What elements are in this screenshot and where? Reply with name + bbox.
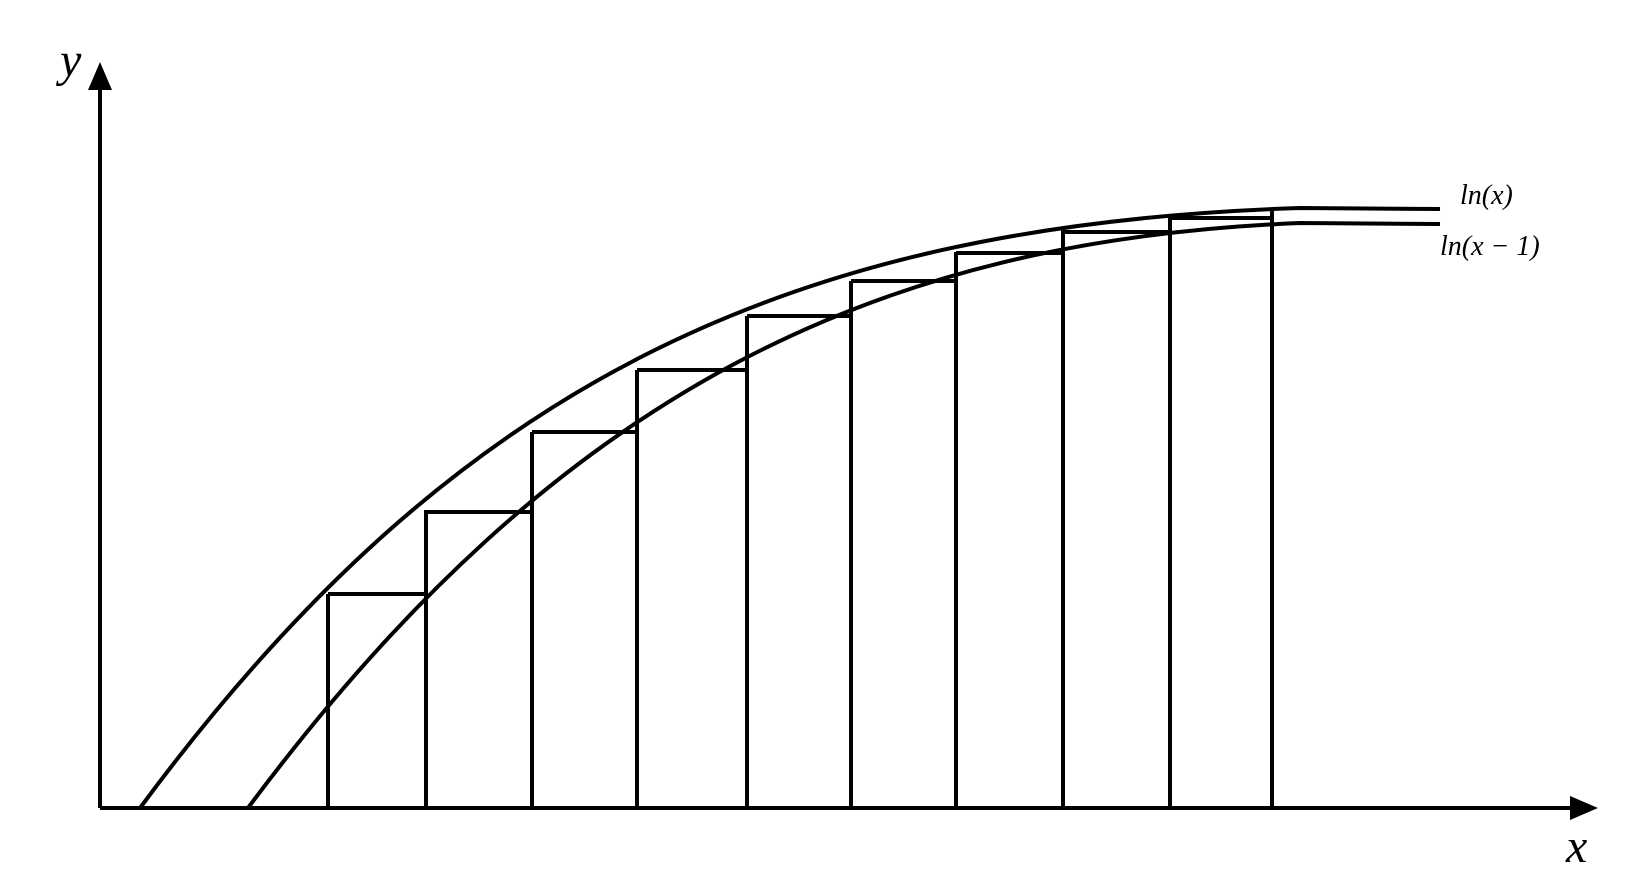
y-axis-label: y: [55, 34, 82, 87]
x-axis-label: x: [1565, 820, 1587, 873]
ln-x-label: ln(x): [1460, 180, 1513, 211]
x-axis-arrowhead: [1570, 796, 1598, 820]
ln-x-curve: [138, 205, 1441, 810]
y-axis-arrowhead: [88, 62, 112, 90]
step-top-lines: [328, 216, 1272, 596]
ln-x-minus-1-label: ln(x − 1): [1440, 231, 1540, 262]
vertical-strip-lines: [326, 210, 1274, 808]
